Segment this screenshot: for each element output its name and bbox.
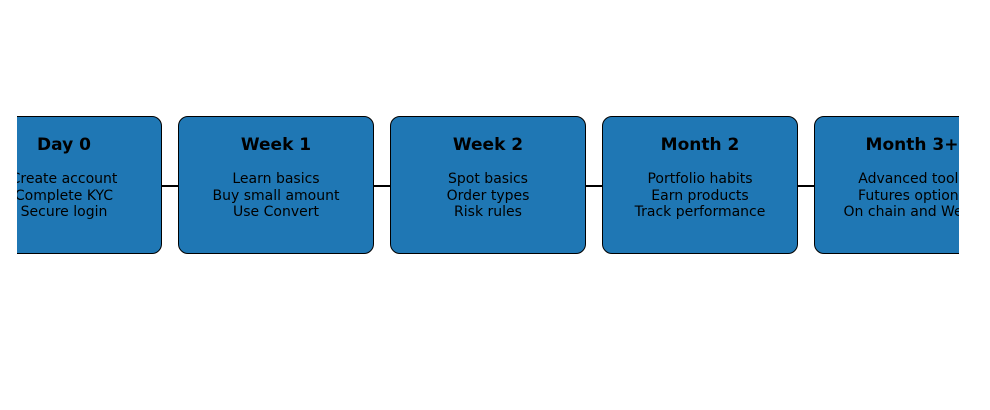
stage-item: Use Convert bbox=[233, 204, 319, 220]
connector-line bbox=[782, 185, 814, 187]
stage-item: Learn basics bbox=[232, 171, 320, 187]
stage-box-week-2: Week 2 Spot basics Order types Risk rule… bbox=[390, 116, 586, 254]
stage-items: Create account Complete KYC Secure login bbox=[17, 171, 201, 221]
stage-item: On chain and Web3 bbox=[843, 204, 959, 220]
stage-item: Earn products bbox=[651, 187, 749, 204]
stage-box-month-3-plus: Month 3+ Advanced tools Futures options … bbox=[814, 116, 959, 254]
stage-title: Week 2 bbox=[452, 135, 524, 155]
stage-item: Complete KYC bbox=[17, 187, 114, 204]
stage-item: Risk rules bbox=[454, 204, 522, 220]
stage-items: Advanced tools Futures options On chain … bbox=[775, 171, 959, 221]
connector-line bbox=[570, 185, 602, 187]
stage-box-week-1: Week 1 Learn basics Buy small amount Use… bbox=[178, 116, 374, 254]
stage-item: Futures options bbox=[858, 187, 959, 204]
stage-title: Month 2 bbox=[660, 135, 740, 155]
stage-items: Learn basics Buy small amount Use Conver… bbox=[139, 171, 413, 221]
stage-items: Spot basics Order types Risk rules bbox=[351, 171, 625, 221]
stage-item: Spot basics bbox=[448, 171, 528, 187]
stage-title: Month 3+ bbox=[865, 135, 959, 155]
stage-item: Buy small amount bbox=[212, 187, 340, 204]
stage-box-month-2: Month 2 Portfolio habits Earn products T… bbox=[602, 116, 798, 254]
stage-item: Portfolio habits bbox=[647, 171, 753, 187]
stage-item: Advanced tools bbox=[858, 171, 959, 187]
connector-line bbox=[146, 185, 178, 187]
stage-item: Secure login bbox=[20, 204, 108, 220]
stage-title: Day 0 bbox=[37, 135, 91, 155]
stage-box-day-0: Day 0 Create account Complete KYC Secure… bbox=[17, 116, 162, 254]
stage-item: Track performance bbox=[634, 204, 766, 220]
stage-title: Week 1 bbox=[240, 135, 312, 155]
connector-line bbox=[358, 185, 390, 187]
timeline-viewport: Day 0 Create account Complete KYC Secure… bbox=[17, 0, 959, 410]
stage-items: Portfolio habits Earn products Track per… bbox=[563, 171, 837, 221]
stage-item: Order types bbox=[446, 187, 530, 204]
stage-item: Create account bbox=[17, 171, 118, 187]
